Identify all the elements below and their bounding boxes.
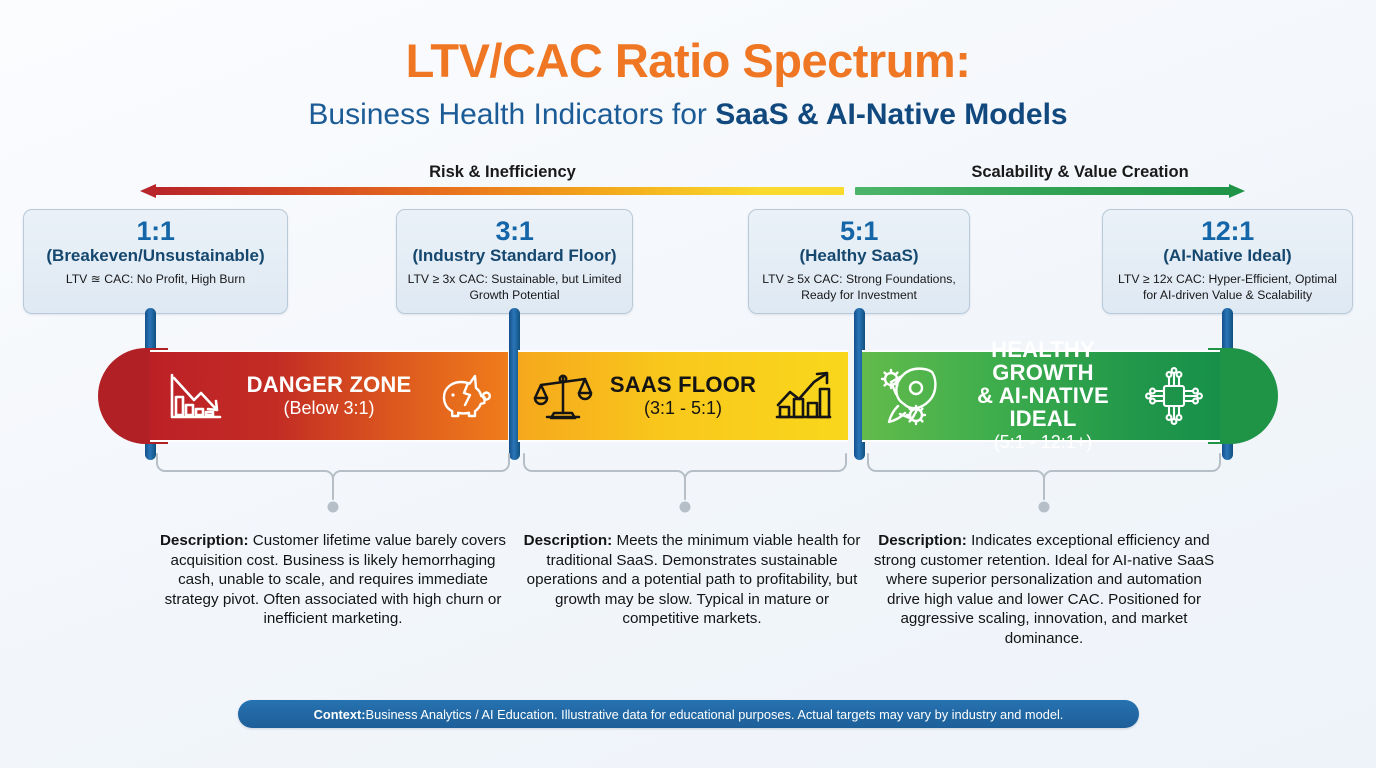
bracket-healthy-growth (866, 452, 1222, 519)
milestone-ratio: 12:1 (1201, 216, 1254, 246)
risk-arrow-bar (155, 187, 844, 195)
risk-arrow (140, 184, 844, 198)
page-subtitle-prefix: Business Health Indicators for (308, 98, 716, 131)
rocket-gears-icon (876, 364, 944, 428)
zone-range: (3:1 - 5:1) (643, 397, 723, 418)
milestone-name: (Breakeven/Unsustainable) (46, 246, 265, 266)
risk-arrow-head-icon (140, 184, 156, 198)
milestone-detail: LTV ≥ 3x CAC: Sustainable, but Limited G… (407, 272, 622, 302)
zone-range: (Below 3:1) (283, 397, 375, 418)
milestone-detail: LTV ≥ 5x CAC: Strong Foundations, Ready … (762, 272, 956, 302)
description-text: Meets the minimum viable health for trad… (526, 532, 861, 628)
description-label: Description: (878, 532, 967, 549)
scalability-arrow-bar (855, 187, 1230, 195)
description-healthy-growth: Description: Indicates exceptional effic… (872, 531, 1216, 649)
page-subtitle: Business Health Indicators for SaaS & AI… (0, 98, 1376, 131)
milestone-name: (Industry Standard Floor) (412, 246, 617, 266)
milestone-name: (Healthy SaaS) (799, 246, 919, 266)
milestone-name: (AI-Native Ideal) (1163, 246, 1292, 266)
bracket-saas-floor (522, 452, 848, 519)
zone-title: SAAS FLOOR (609, 371, 757, 397)
balance-scales-icon (532, 365, 594, 427)
rising-bar-chart-icon (772, 365, 834, 427)
description-label: Description: (523, 532, 613, 549)
zone-danger-label: DANGER ZONE (Below 3:1) (226, 371, 432, 419)
context-banner: Context: Business Analytics / AI Educati… (238, 700, 1139, 728)
description-label: Description: (159, 532, 249, 549)
marker-pin-3-1 (509, 308, 520, 460)
zone-danger[interactable]: DANGER ZONE (Below 3:1) (150, 350, 508, 442)
description-text: Indicates exceptional efficiency and str… (873, 532, 1215, 648)
zone-range: (5:1 - 12:1+) (993, 431, 1093, 452)
declining-bar-chart-icon (164, 365, 226, 427)
risk-direction-label: Risk & Inefficiency (429, 163, 576, 181)
marker-pin-5-1 (854, 308, 865, 460)
zone-title-line2: & AI-NATIVE IDEAL (977, 383, 1109, 431)
milestone-ratio: 5:1 (839, 216, 879, 246)
context-text: Business Analytics / AI Education. Illus… (365, 706, 1064, 722)
context-label: Context: (313, 706, 366, 722)
description-danger: Description: Customer lifetime value bar… (158, 531, 508, 629)
milestone-card-1-1[interactable]: 1:1 (Breakeven/Unsustainable) LTV ≊ CAC:… (23, 209, 288, 314)
zone-healthy-growth-label: HEALTHY GROWTH & AI-NATIVE IDEAL (5:1 - … (944, 337, 1142, 452)
milestone-detail: LTV ≥ 12x CAC: Hyper-Efficient, Optimal … (1118, 272, 1337, 302)
milestone-card-5-1[interactable]: 5:1 (Healthy SaaS) LTV ≥ 5x CAC: Strong … (748, 209, 970, 314)
description-saas-floor: Description: Meets the minimum viable he… (520, 531, 864, 629)
description-text: Customer lifetime value barely covers ac… (164, 532, 507, 628)
scalability-arrow (855, 184, 1245, 198)
page-title: LTV/CAC Ratio Spectrum: (405, 34, 971, 87)
milestone-card-12-1[interactable]: 12:1 (AI-Native Ideal) LTV ≥ 12x CAC: Hy… (1102, 209, 1353, 314)
zone-title-line1: HEALTHY GROWTH (991, 337, 1095, 386)
broken-piggy-bank-icon (432, 365, 494, 427)
ai-chip-icon (1142, 364, 1206, 428)
milestone-card-3-1[interactable]: 3:1 (Industry Standard Floor) LTV ≥ 3x C… (396, 209, 633, 314)
milestone-ratio: 1:1 (136, 216, 175, 246)
milestone-detail: LTV ≊ CAC: No Profit, High Burn (65, 272, 246, 287)
zone-healthy-growth[interactable]: HEALTHY GROWTH & AI-NATIVE IDEAL (5:1 - … (862, 338, 1220, 452)
scalability-direction-label: Scalability & Value Creation (971, 163, 1189, 181)
milestone-ratio: 3:1 (495, 216, 534, 246)
zone-saas-floor-label: SAAS FLOOR (3:1 - 5:1) (594, 371, 772, 419)
page-subtitle-emphasis: SaaS & AI-Native Models (715, 98, 1068, 131)
scalability-arrow-head-icon (1229, 184, 1245, 198)
zone-saas-floor[interactable]: SAAS FLOOR (3:1 - 5:1) (518, 350, 848, 442)
bracket-danger (155, 452, 511, 519)
zone-title: DANGER ZONE (246, 371, 412, 397)
